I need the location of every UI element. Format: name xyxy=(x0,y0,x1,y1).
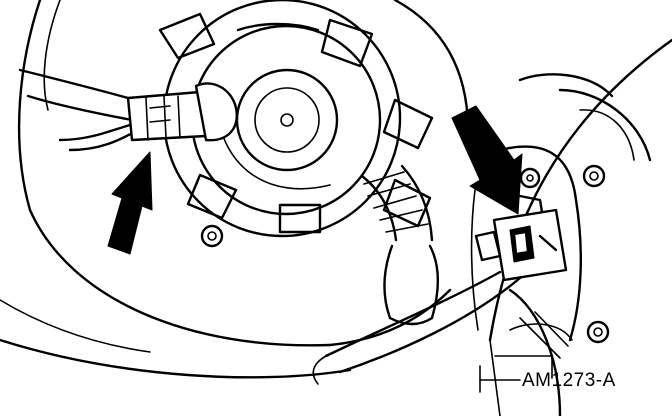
left-wiring-harness xyxy=(18,68,137,152)
mounting-bolts xyxy=(200,164,610,344)
bolt-left-icon xyxy=(200,224,224,248)
bolt-right-lower-icon xyxy=(586,320,610,344)
bolt-bracket-icon xyxy=(519,167,541,189)
callout-arrow-right-icon xyxy=(451,105,523,215)
figure-code-label: AM1273-A xyxy=(522,370,616,391)
bolt-right-upper-icon xyxy=(582,164,606,188)
blower-housing xyxy=(0,0,470,379)
callout-arrow-left-icon xyxy=(107,151,153,255)
bellows-hose xyxy=(360,164,439,326)
left-connector xyxy=(126,82,238,142)
right-connector xyxy=(474,194,568,282)
right-wiring-harness xyxy=(312,270,562,416)
figure-code-leader xyxy=(479,365,521,393)
